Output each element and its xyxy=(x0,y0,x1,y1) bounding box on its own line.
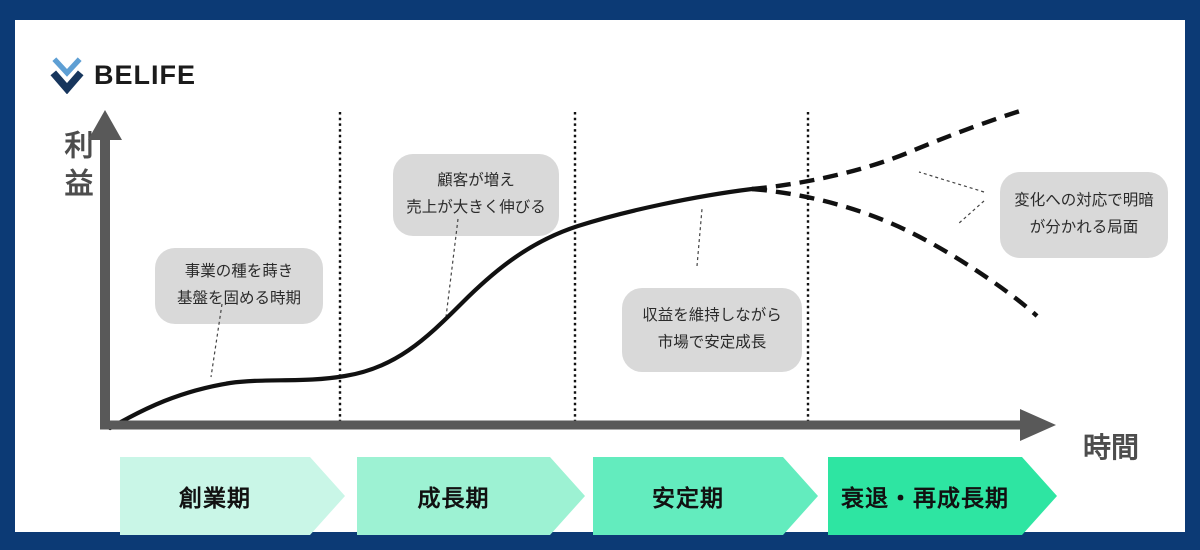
y-axis-label: 利益 xyxy=(60,130,92,206)
stage-band-growth: 成長期 xyxy=(357,457,585,535)
callout-founding-line1: 事業の種を蒔き xyxy=(184,263,294,281)
callout-growth: 顧客が増え 売上が大きく伸びる xyxy=(393,154,559,236)
callout-stability-line2: 市場で安定成長 xyxy=(657,334,767,351)
callout-decline-regrowth-line2: が分かれる局面 xyxy=(1029,219,1139,236)
callout-decline-regrowth-line1: 変化への対応で明暗 xyxy=(1014,192,1154,210)
callout-growth-line1: 顧客が増え xyxy=(437,172,515,190)
double-chevron-down-icon xyxy=(50,57,84,94)
callout-founding: 事業の種を蒔き 基盤を固める時期 xyxy=(155,248,323,324)
stage-label-growth: 成長期 xyxy=(417,485,490,511)
callout-decline-regrowth: 変化への対応で明暗 が分かれる局面 xyxy=(1000,172,1168,258)
stage-band-founding: 創業期 xyxy=(120,457,345,535)
callout-growth-line2: 売上が大きく伸びる xyxy=(406,199,546,216)
callout-stability-line1: 収益を維持しながら xyxy=(642,307,782,325)
stage-label-founding: 創業期 xyxy=(179,485,251,511)
content-area: BELIFE 利益 時間 事業の種を蒔き 基盤を固める時期 顧客が増え 売上が大… xyxy=(15,20,1185,532)
x-axis-label: 時間 xyxy=(1083,432,1140,463)
callout-founding-line2: 基盤を固める時期 xyxy=(176,290,301,307)
brand-logo: BELIFE xyxy=(49,56,196,94)
stage-band-decline-regrowth: 衰退・再成長期 xyxy=(828,457,1057,535)
stage-label-stability: 安定期 xyxy=(652,485,724,511)
callout-stability: 収益を維持しながら 市場で安定成長 xyxy=(622,288,802,372)
stage-label-decline-regrowth: 衰退・再成長期 xyxy=(841,485,1009,511)
brand-name: BELIFE xyxy=(94,59,197,90)
stage-band-stability: 安定期 xyxy=(593,457,818,535)
